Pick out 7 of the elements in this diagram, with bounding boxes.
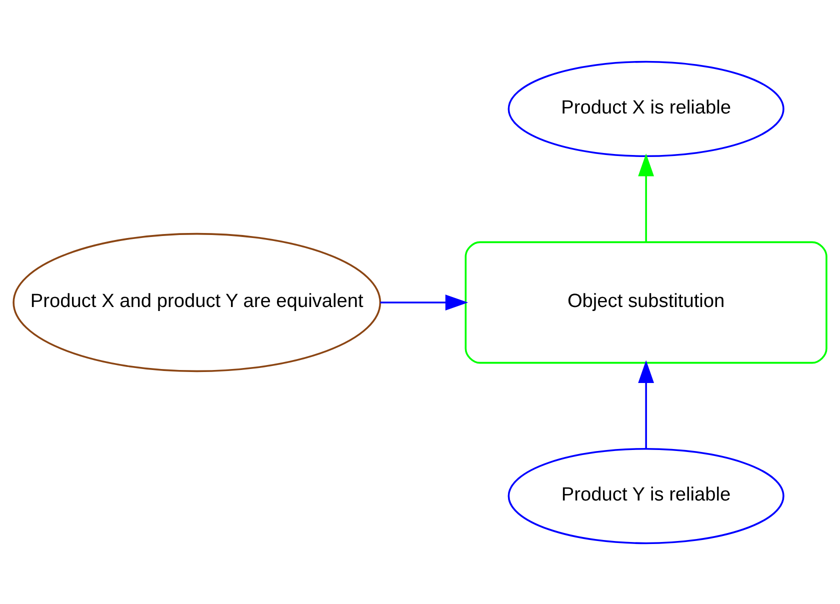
arrow [638,360,654,448]
node-box: Object substitution [464,240,828,364]
node-ellipse: Product Y is reliable [508,447,784,544]
arrow [638,152,654,242]
arrow [380,294,468,310]
node-ellipse: Product X is reliable [508,60,784,157]
node-ellipse: Product X and product Y are equivalent [12,232,382,372]
